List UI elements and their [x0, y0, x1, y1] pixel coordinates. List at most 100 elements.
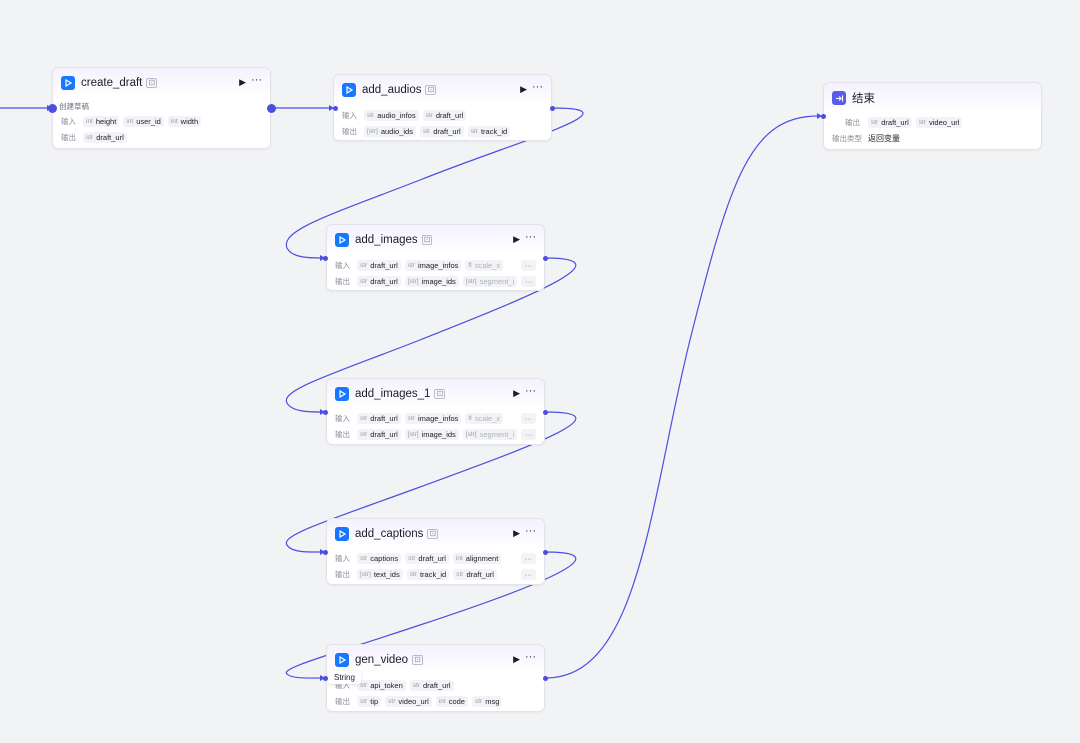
- plugin-tag-icon: ⊡: [434, 389, 446, 399]
- param-chip: [str]audio_ids: [364, 125, 416, 137]
- input-port[interactable]: [323, 676, 328, 681]
- more-params-button[interactable]: ···: [520, 259, 536, 271]
- output-label: 输出: [335, 696, 350, 706]
- node-title: add_captions: [355, 528, 424, 540]
- more-params-button[interactable]: ···: [520, 568, 536, 580]
- node-title: create_draft: [81, 77, 143, 89]
- output-port[interactable]: [543, 550, 548, 555]
- plugin-tag-icon: ⊡: [412, 655, 423, 665]
- input-label: 输入: [335, 680, 350, 690]
- param-chip: [str]segment_i: [462, 275, 518, 287]
- output-type-row: 输出类型 返回变量: [832, 131, 1033, 145]
- plugin-icon: [335, 387, 349, 401]
- output-port[interactable]: [543, 410, 548, 415]
- run-button[interactable]: ▶: [513, 654, 520, 664]
- run-button[interactable]: ▶: [513, 528, 520, 538]
- more-menu-button[interactable]: ···: [525, 385, 536, 397]
- more-params-button[interactable]: ···: [521, 275, 536, 287]
- plugin-icon: [61, 76, 75, 90]
- output-type-value: 返回变量: [868, 133, 900, 143]
- output-port[interactable]: [550, 106, 555, 111]
- plugin-tag-icon: ⊡: [425, 85, 437, 95]
- more-menu-button[interactable]: ···: [251, 74, 262, 86]
- node-header: 结束: [832, 83, 1033, 113]
- more-params-button[interactable]: ···: [520, 412, 536, 424]
- node-header: add_images ⊡: [335, 225, 536, 255]
- more-menu-button[interactable]: ···: [532, 81, 543, 93]
- more-menu-button[interactable]: ···: [525, 231, 536, 243]
- input-port[interactable]: [323, 550, 328, 555]
- param-chip: [str]segment_i: [462, 428, 518, 440]
- input-port[interactable]: [821, 114, 826, 119]
- param-chip: [str]image_ids: [404, 428, 459, 440]
- run-button[interactable]: ▶: [513, 234, 520, 244]
- run-button[interactable]: ▶: [513, 388, 520, 398]
- output-port[interactable]: [543, 676, 548, 681]
- more-params-button[interactable]: ···: [521, 428, 536, 440]
- input-label: 输入: [335, 260, 350, 270]
- more-menu-button[interactable]: ···: [525, 651, 536, 663]
- input-port[interactable]: [48, 104, 57, 113]
- output-label: 输出: [845, 117, 860, 127]
- output-type-label: 输出类型: [832, 133, 862, 143]
- more-menu-button[interactable]: ···: [525, 525, 536, 537]
- run-button[interactable]: ▶: [239, 77, 246, 87]
- input-port[interactable]: [323, 256, 328, 261]
- node-title: add_audios: [362, 84, 422, 96]
- run-button[interactable]: ▶: [520, 84, 527, 94]
- node-header: add_images_1 ⊡: [335, 379, 536, 409]
- output-label: 输出: [335, 569, 350, 579]
- exit-icon: [832, 91, 846, 105]
- output-port[interactable]: [543, 256, 548, 261]
- output-label: 输出: [335, 429, 350, 439]
- input-port[interactable]: [333, 106, 338, 111]
- output-port[interactable]: [267, 104, 276, 113]
- node-header: add_captions ⊡: [335, 519, 536, 549]
- input-port[interactable]: [323, 410, 328, 415]
- node-header: add_audios ⊡: [342, 75, 543, 105]
- node-title: 结束: [852, 93, 875, 105]
- more-params-button[interactable]: ···: [520, 552, 536, 564]
- plugin-tag-icon: ⊡: [427, 529, 439, 539]
- param-chip: [str]image_ids: [404, 275, 459, 287]
- plugin-icon: [335, 233, 349, 247]
- output-label: 输出: [335, 276, 350, 286]
